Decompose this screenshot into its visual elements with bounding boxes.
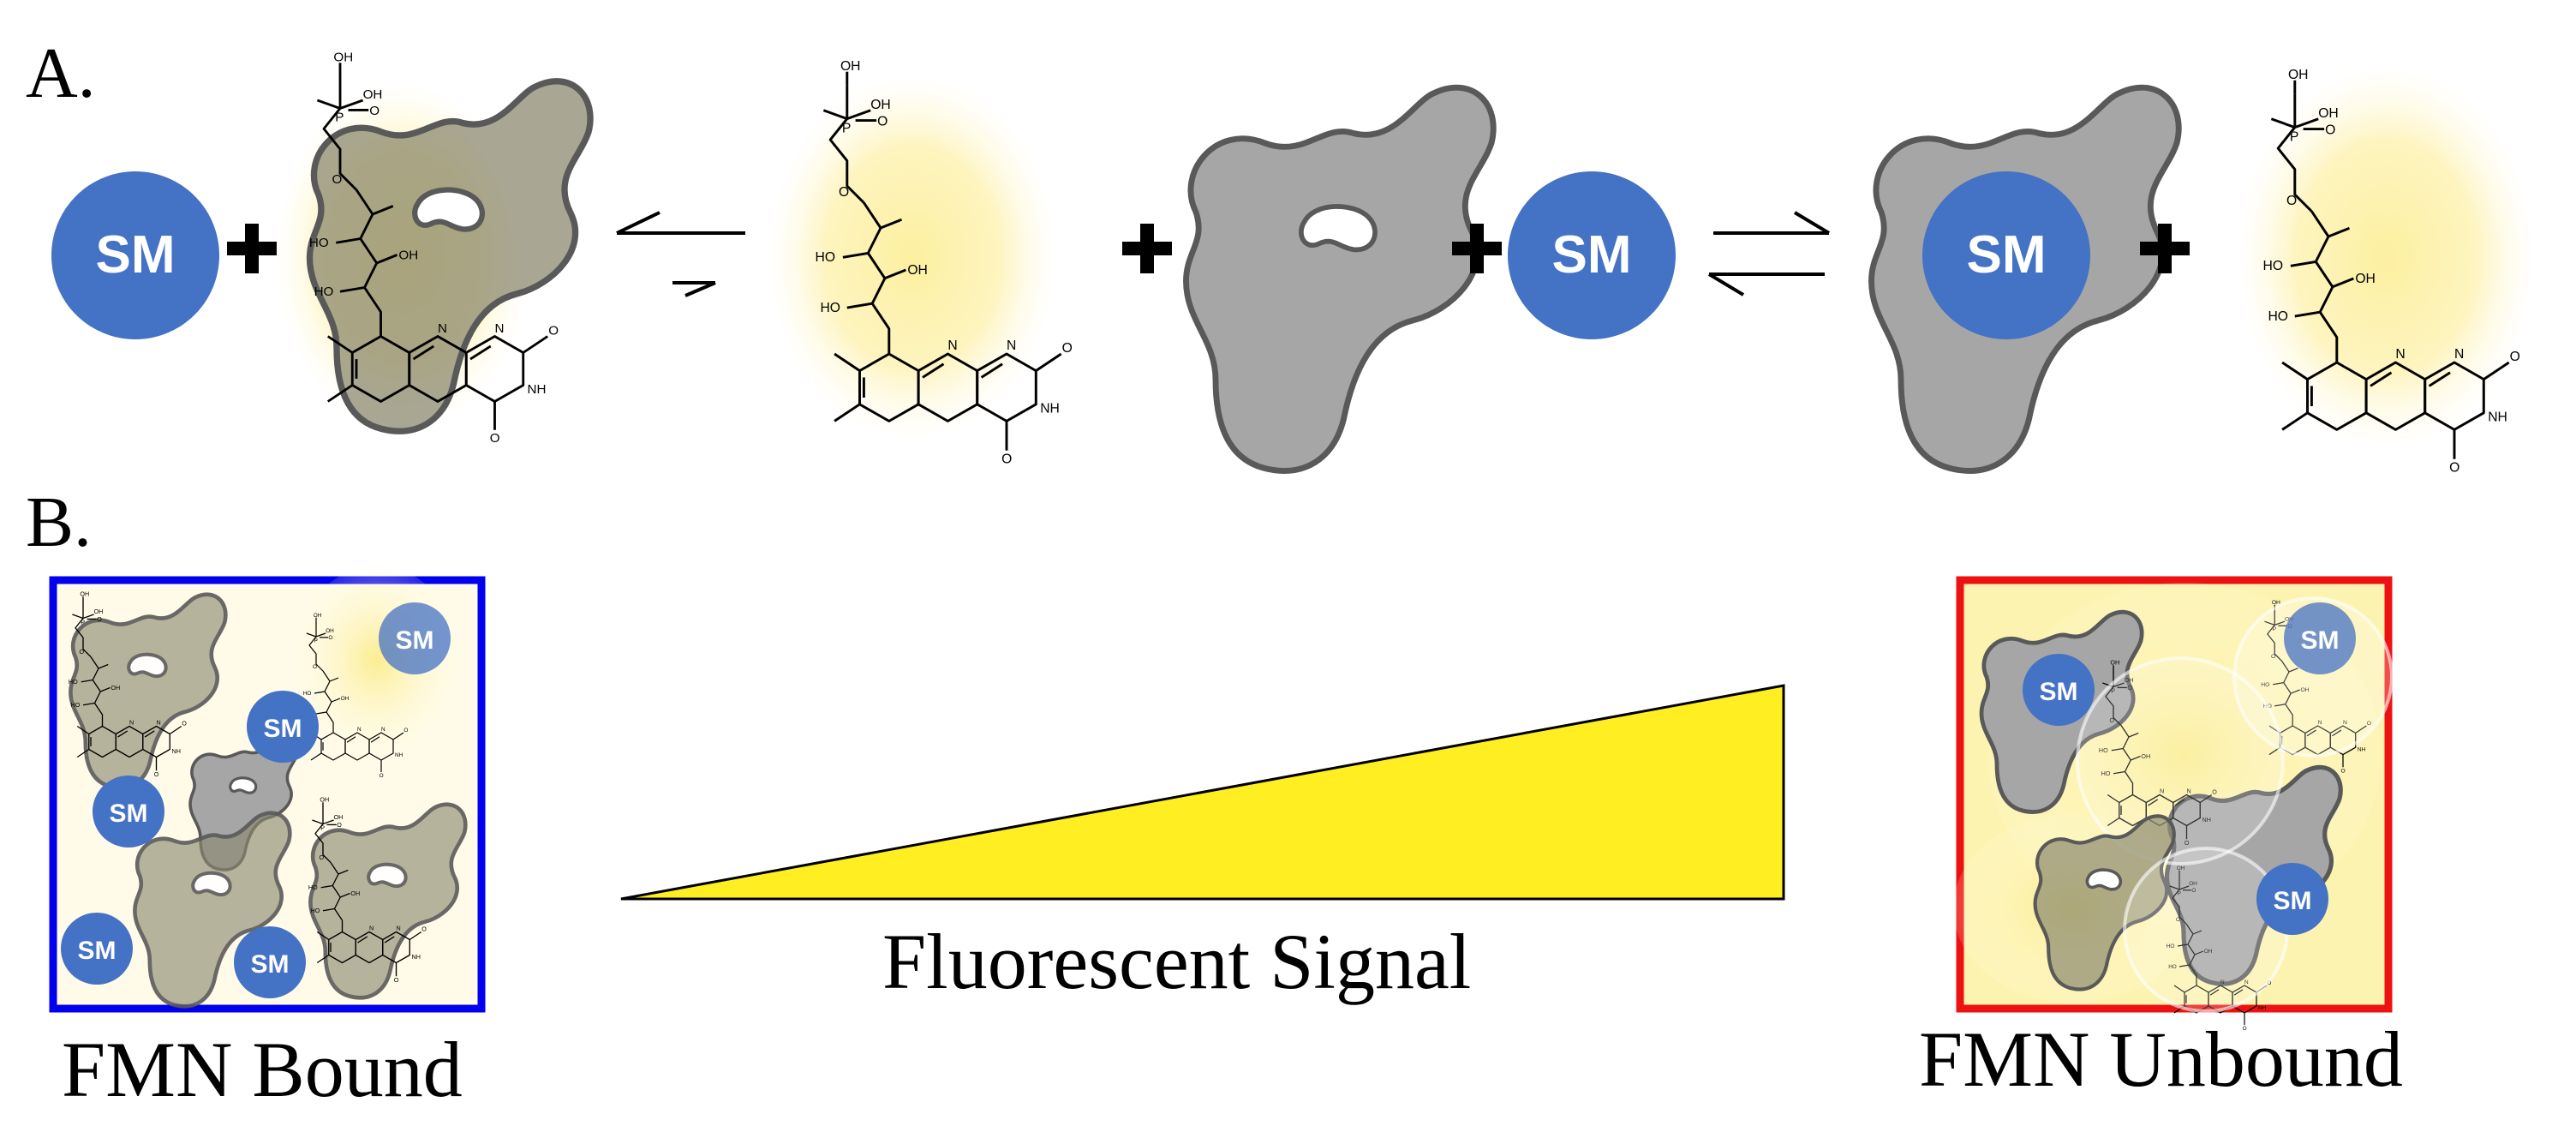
free-protein: [1186, 87, 1494, 470]
sm-label-b2: SM: [264, 715, 302, 743]
sm-label-u2: SM: [2301, 626, 2340, 655]
free-fmn-1: [767, 57, 1074, 468]
sm-protein-complex: SM: [1872, 87, 2179, 470]
fluorescent-signal-caption: Fluorescent Signal: [882, 918, 1472, 1005]
fluorescent-signal-wedge: [620, 684, 1785, 901]
sm-label-2: SM: [1552, 225, 1632, 284]
sm-label-b5: SM: [251, 950, 290, 979]
sm-label-b4: SM: [78, 937, 117, 965]
sm-label-3: SM: [1967, 225, 2047, 284]
fmn-unbound-box: SM SM SM: [1953, 576, 2394, 1033]
sm-label-b3: SM: [110, 800, 148, 828]
plus-sign-3: [1452, 224, 1502, 273]
panel-b-label: B.: [26, 482, 93, 562]
fmn-bound-caption: FMN Bound: [62, 1026, 463, 1113]
plus-sign-2: [1122, 224, 1172, 273]
equilibrium-arrows-2: [1707, 211, 1831, 296]
panel-a-label: A.: [26, 33, 96, 113]
fmn-bound-box: SM SM SM SM SM: [49, 566, 486, 1013]
plus-sign-4: [2140, 224, 2190, 273]
equilibrium-arrows-1: [616, 211, 745, 297]
fmn-protein-complex: [274, 48, 590, 447]
free-fmn-2: [2236, 64, 2536, 476]
sm-sphere-2: SM: [1508, 171, 1676, 339]
sm-label-u1: SM: [2040, 678, 2078, 706]
sm-label-1: SM: [96, 225, 176, 284]
sm-sphere-1: SM: [51, 171, 219, 339]
plus-sign-1: [227, 224, 277, 273]
sm-label-u3: SM: [2274, 887, 2312, 915]
sm-label-b1: SM: [396, 626, 434, 655]
fmn-unbound-caption: FMN Unbound: [1919, 1015, 2403, 1103]
